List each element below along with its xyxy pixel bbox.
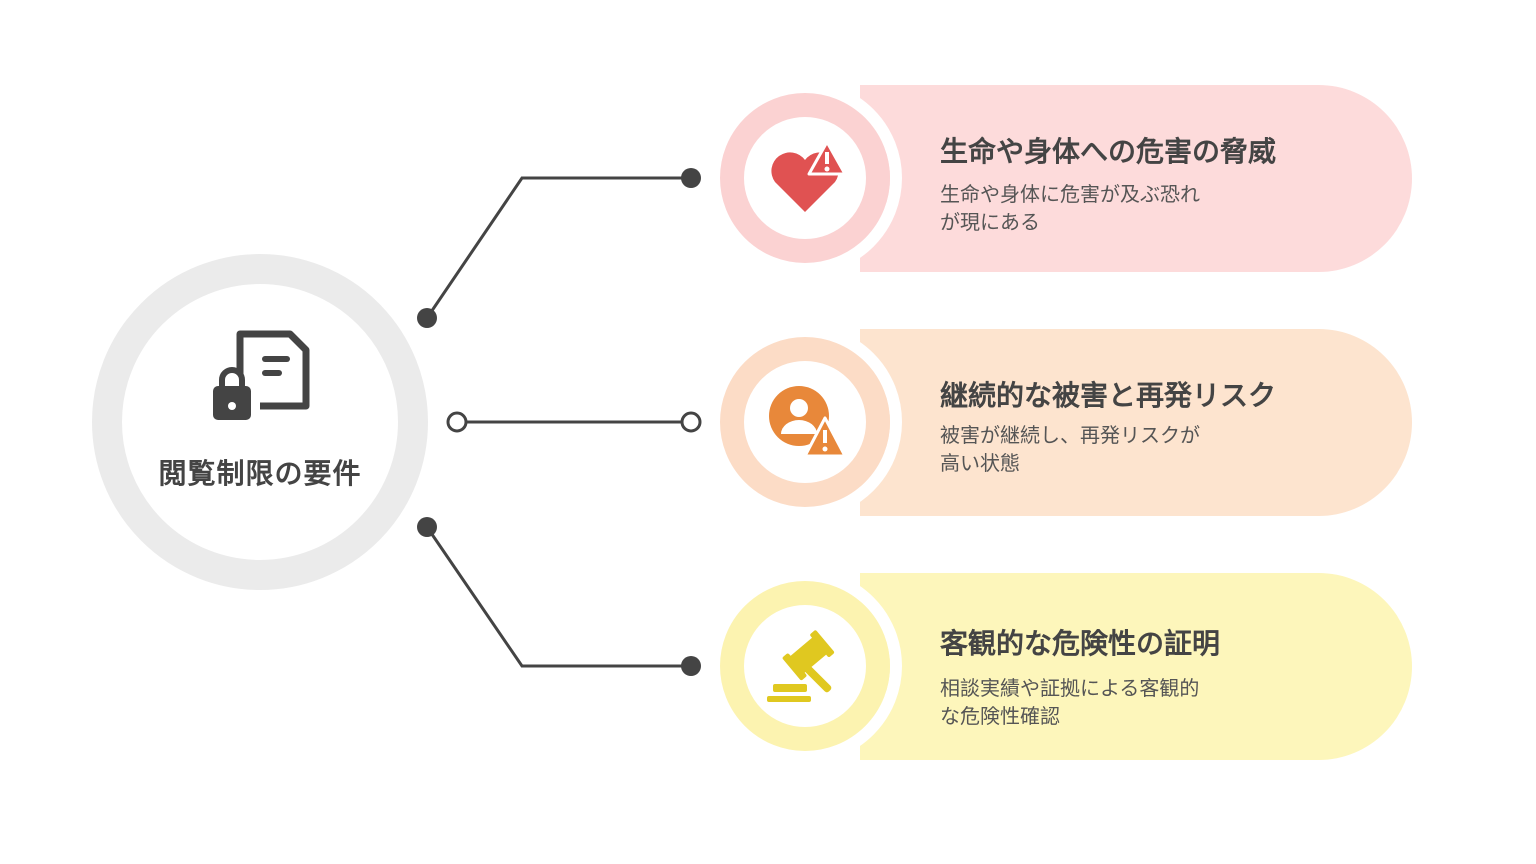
heart-warning-icon bbox=[765, 138, 847, 218]
item-card-continuing-harm bbox=[860, 329, 1412, 516]
desc-line: が現にある bbox=[940, 210, 1040, 234]
connector-dot bbox=[417, 517, 437, 537]
locked-document-icon bbox=[210, 326, 310, 426]
connector-dot-open bbox=[680, 411, 702, 433]
item-card-life-threat bbox=[860, 85, 1412, 272]
connector-dot bbox=[681, 656, 701, 676]
connector-dot bbox=[681, 168, 701, 188]
item-description: 生命や身体に危害が及ぶ恐れ が現にある bbox=[940, 180, 1260, 236]
item-icon-ring bbox=[708, 81, 902, 275]
item-description: 被害が継続し、再発リスクが 高い状態 bbox=[940, 421, 1260, 477]
desc-line: 生命や身体に危害が及ぶ恐れ bbox=[940, 182, 1200, 206]
item-card-objective-danger bbox=[860, 573, 1412, 760]
connector-bottom bbox=[425, 526, 691, 668]
desc-line: な危険性確認 bbox=[940, 704, 1060, 728]
person-warning-icon bbox=[765, 382, 847, 462]
connector-dot-open bbox=[446, 411, 468, 433]
center-title: 閲覧制限の要件 bbox=[158, 457, 362, 490]
item-description: 相談実績や証拠による客観的 な危険性確認 bbox=[940, 674, 1260, 730]
item-title: 客観的な危険性の証明 bbox=[940, 627, 1221, 660]
desc-line: 相談実績や証拠による客観的 bbox=[940, 676, 1200, 700]
connector-dot bbox=[417, 308, 437, 328]
item-title: 生命や身体への危害の脅威 bbox=[940, 135, 1277, 168]
item-title: 継続的な被害と再発リスク bbox=[940, 379, 1277, 412]
connector-top bbox=[425, 176, 691, 319]
gavel-icon bbox=[765, 626, 845, 706]
desc-line: 被害が継続し、再発リスクが bbox=[940, 423, 1200, 447]
item-icon-ring bbox=[708, 325, 902, 519]
desc-line: 高い状態 bbox=[940, 451, 1020, 475]
item-icon-ring bbox=[708, 569, 902, 763]
